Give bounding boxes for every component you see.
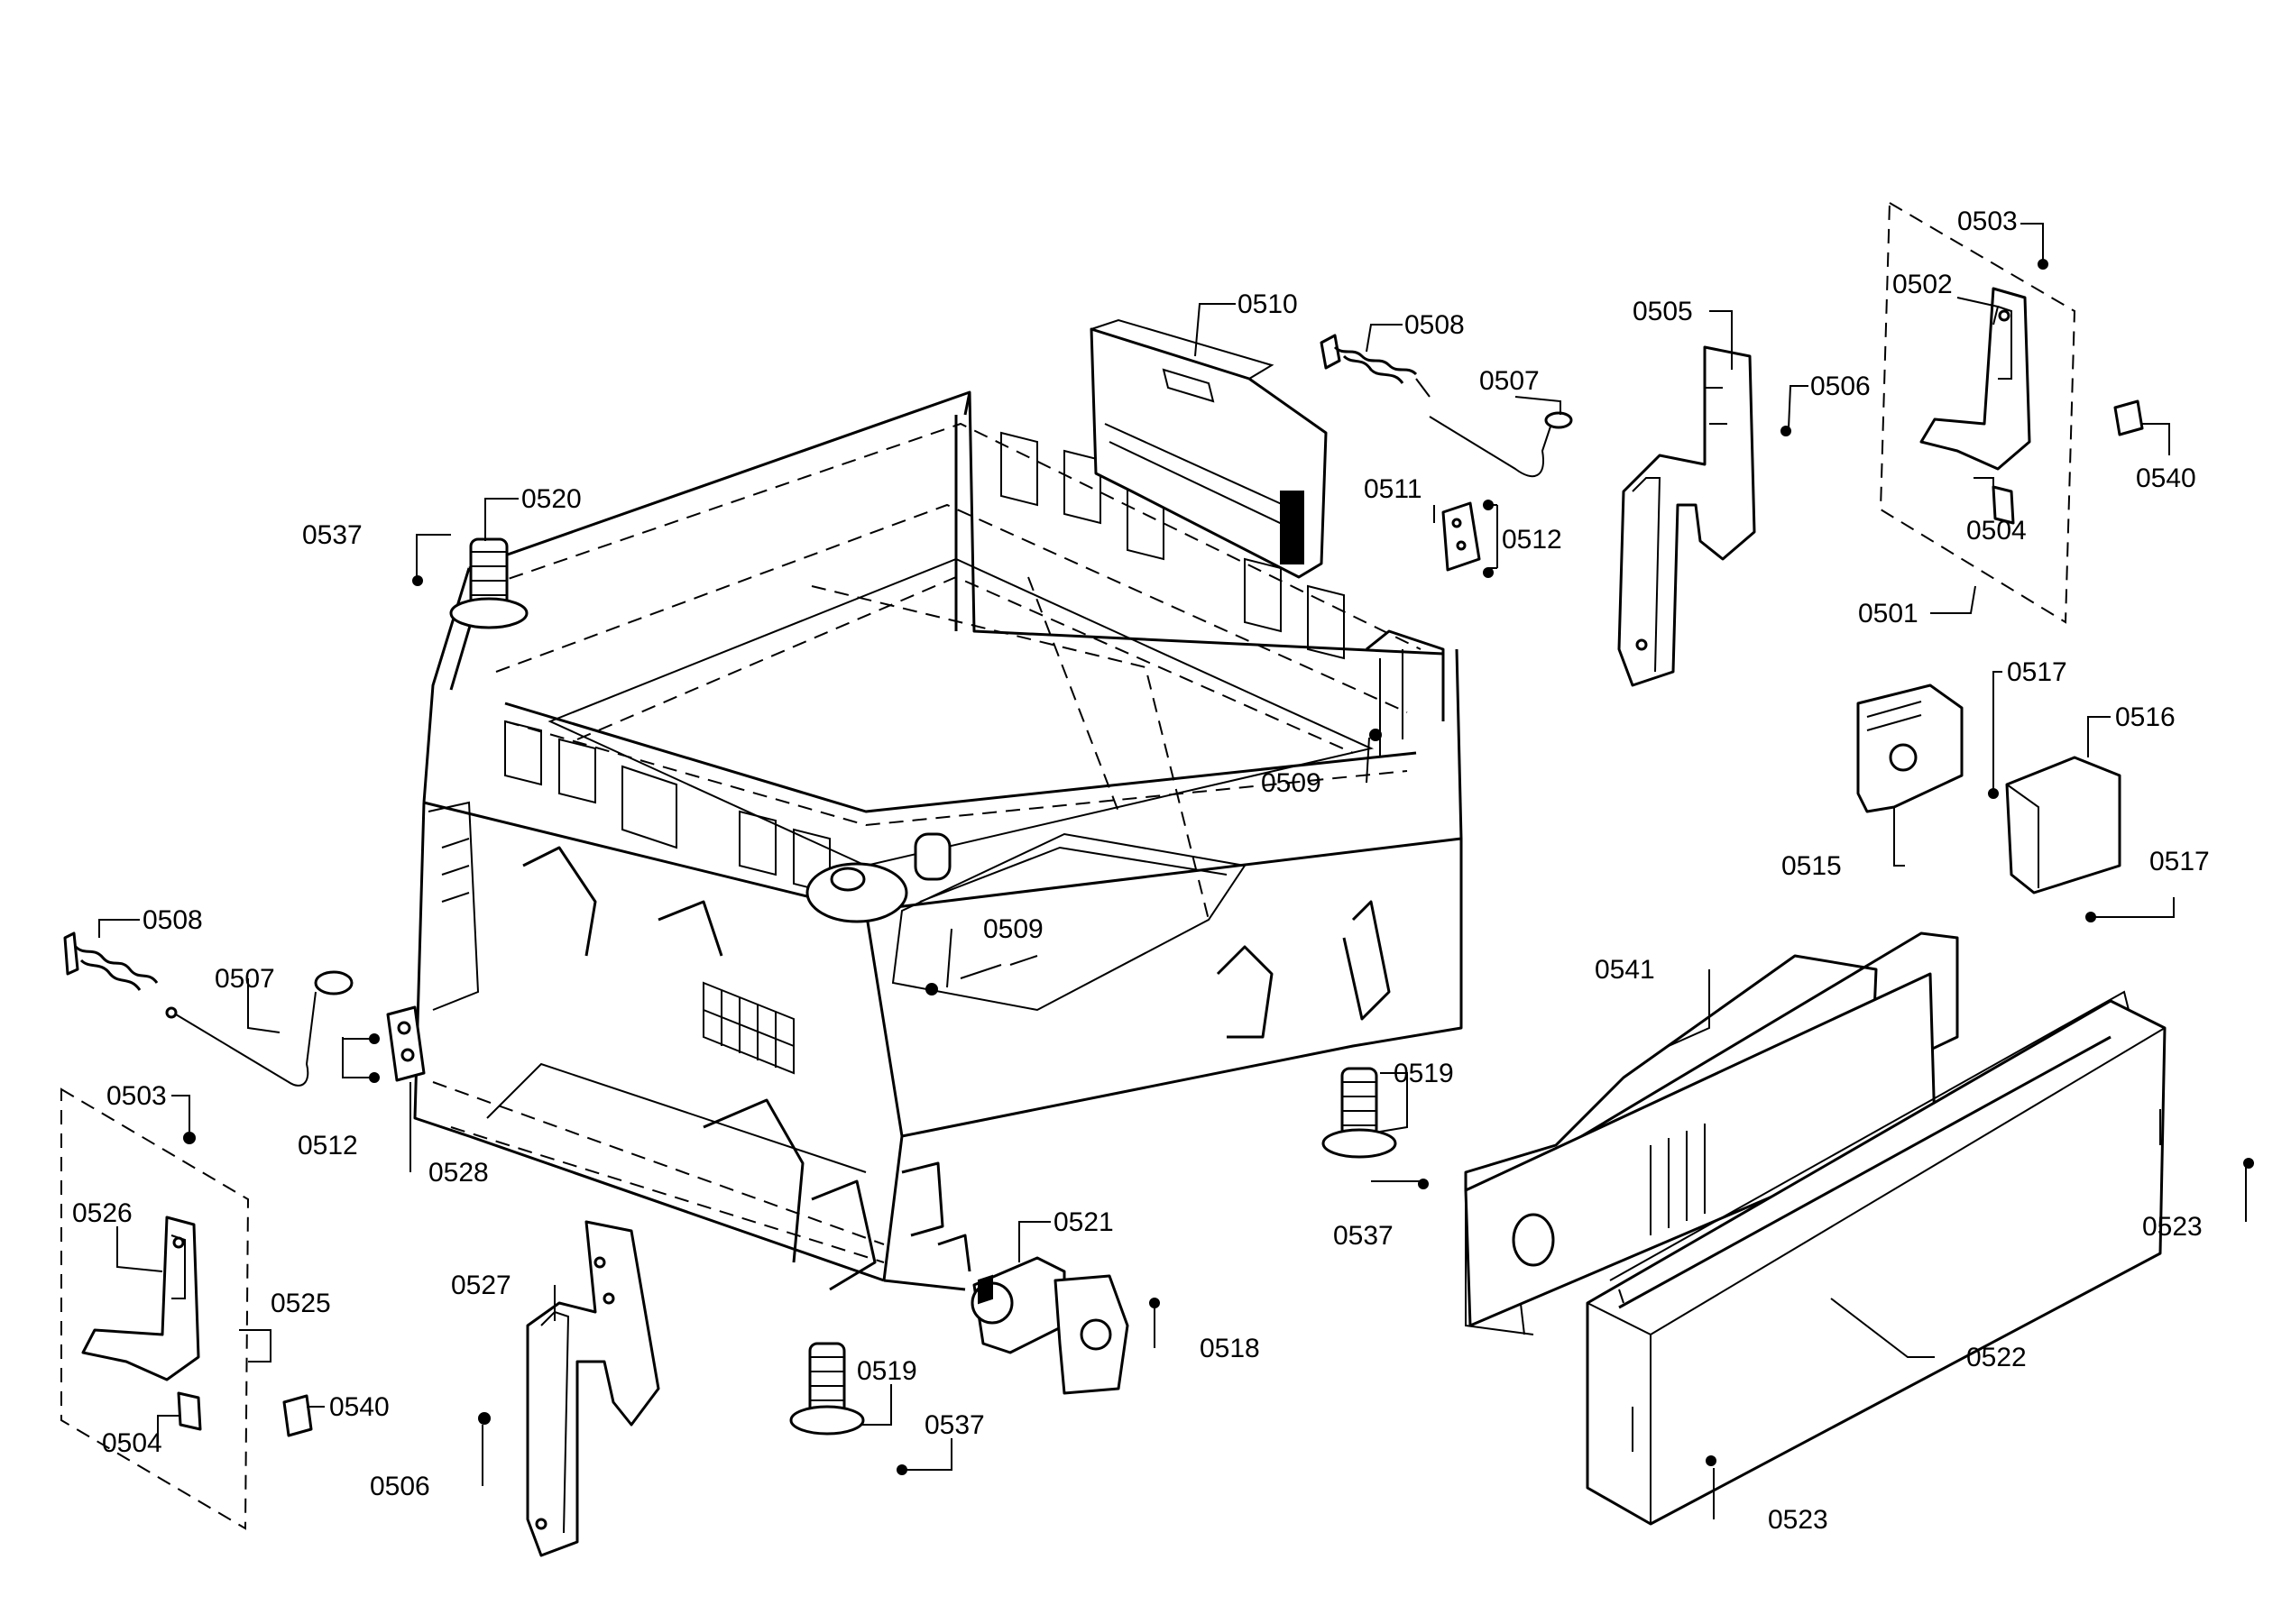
screw-0518 (1149, 1298, 1160, 1308)
part-door-cable-top (1429, 411, 1573, 478)
label-0518: 0518 (1200, 1334, 1260, 1363)
label-0537-mid: 0537 (1333, 1221, 1394, 1251)
part-small-plate (1441, 501, 1481, 572)
leader-lines (98, 223, 2247, 1519)
screw-0509-mid (925, 983, 938, 996)
label-0509-right: 0509 (1261, 768, 1321, 798)
base-frame (413, 390, 1463, 1291)
label-0512-left: 0512 (298, 1131, 358, 1161)
part-mounting-plate (386, 1005, 426, 1082)
hinge-assembly-right (1879, 201, 2076, 624)
part-terminal-block (1856, 684, 1964, 813)
label-0540-right: 0540 (2136, 463, 2196, 493)
screw-0537-top (412, 575, 423, 586)
label-0519-bottom: 0519 (857, 1356, 917, 1386)
screw-0506-top (1780, 426, 1791, 436)
part-hinge-bracket-left (526, 1220, 660, 1557)
part-leveling-foot-left (449, 537, 529, 629)
label-0502: 0502 (1892, 270, 1953, 299)
part-front-control-panel (1586, 990, 2167, 1526)
label-0520: 0520 (521, 484, 582, 514)
part-door-spring-left (63, 931, 159, 991)
label-0537-top-left: 0537 (302, 520, 363, 550)
part-inlet-valve (971, 1256, 1129, 1395)
part-control-module (1090, 318, 1328, 579)
hinge-assembly-left (60, 1087, 250, 1530)
screw-0509-right (1369, 729, 1382, 741)
label-0523-bottom: 0523 (1768, 1505, 1828, 1535)
label-0506-top: 0506 (1810, 372, 1871, 401)
part-leveling-foot-bottom (789, 1342, 865, 1436)
label-0504-left: 0504 (102, 1428, 162, 1458)
label-0511: 0511 (1364, 474, 1422, 504)
screw-0537-mid (1418, 1179, 1429, 1189)
label-0516: 0516 (2115, 702, 2176, 732)
label-0527: 0527 (451, 1271, 511, 1300)
label-0512-top: 0512 (1502, 525, 1562, 555)
label-0541: 0541 (1595, 955, 1655, 985)
label-0509-mid: 0509 (983, 914, 1044, 944)
part-clip-0540-left (282, 1394, 313, 1437)
part-front-panel-insulation (1464, 931, 1959, 1335)
screw-0517-bottom (2085, 912, 2096, 922)
screws-0512-top (1483, 500, 1494, 578)
label-0505: 0505 (1633, 297, 1693, 326)
label-0528: 0528 (428, 1158, 489, 1188)
label-0519-right: 0519 (1394, 1059, 1454, 1088)
label-0508-left: 0508 (143, 905, 203, 935)
label-0515: 0515 (1781, 851, 1842, 881)
label-0507-left: 0507 (215, 964, 275, 994)
part-door-spring-top (1320, 334, 1431, 398)
label-0521: 0521 (1053, 1207, 1114, 1237)
label-0503-left: 0503 (106, 1081, 167, 1111)
callout-labels: 0503 0502 0540 0504 0501 0510 0508 0507 … (72, 206, 2210, 1535)
screw-0506-bottom (478, 1412, 491, 1425)
label-0510: 0510 (1238, 289, 1298, 319)
mid-clip (960, 955, 1038, 979)
label-0504-right: 0504 (1966, 516, 2027, 546)
label-0517-top: 0517 (2007, 657, 2067, 687)
label-0522: 0522 (1966, 1343, 2027, 1372)
label-0525: 0525 (271, 1289, 331, 1318)
label-0517-bottom: 0517 (2149, 847, 2210, 876)
label-0501: 0501 (1858, 599, 1918, 628)
label-0537-bottom: 0537 (925, 1410, 985, 1440)
part-clip-0540-right (2113, 399, 2144, 436)
part-leveling-foot-right (1321, 1067, 1397, 1159)
part-terminal-cover (2005, 756, 2121, 895)
label-0526: 0526 (72, 1198, 133, 1228)
label-0523-right: 0523 (2142, 1212, 2203, 1242)
screw-0523-bottom (1706, 1455, 1716, 1466)
label-0507-top: 0507 (1479, 366, 1540, 396)
part-door-cable-left (165, 970, 354, 1087)
label-0506-bottom: 0506 (370, 1472, 430, 1501)
label-0540-left: 0540 (329, 1392, 390, 1422)
part-hinge-bracket-right (1617, 345, 1756, 687)
label-0503-right: 0503 (1957, 206, 2018, 236)
label-0508-top: 0508 (1404, 310, 1465, 340)
